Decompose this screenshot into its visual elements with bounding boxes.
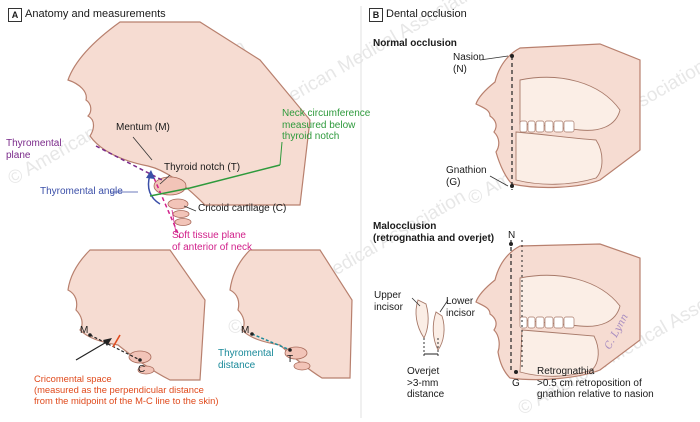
n-label: N [508,230,516,241]
panel-a-title: Anatomy and measurements [25,8,166,20]
cricomental-label: Cricomental space (measured as the perpe… [34,373,219,406]
angle-arrowhead [146,170,155,179]
skull-normal [515,76,621,185]
head-profile-top [67,21,311,206]
mandible [519,329,599,377]
malocclusion-title: Malocclusion (retrognathia and overjet) [373,221,495,244]
cricoid-leader [183,205,197,212]
mandible [515,131,603,185]
trachea-ring [174,218,192,226]
cricomental-arrow [75,339,111,361]
point-m [250,332,254,336]
t-label-right: T [287,354,294,365]
cricoid-cartilage [137,365,155,375]
skull-malocclusion [519,274,621,377]
incisor-inset [415,299,445,351]
thyromental-plane-label: Thyromental plane [6,138,62,161]
cricoid-label: Cricoid cartilage (C) [198,203,287,214]
mentum-label: Mentum (M) [116,122,170,133]
teeth-normal [519,120,575,133]
thyromental-distance-line [251,333,291,351]
thyroid-notch-leader [159,174,171,185]
m-c-line [89,334,141,361]
mentum-leader [132,136,153,161]
panel-a-letter: A [8,8,22,22]
thyromental-angle-label: Thyromental angle [40,186,123,197]
overjet-label: Overjet >3-mm distance [407,366,445,400]
neck-circumference-line [149,164,281,197]
upper-incisor-label: Upper incisor [374,290,403,313]
c-label-left: C [138,364,146,375]
g-label: G [512,378,520,389]
lower-incisor-shape [432,311,445,351]
nasion-label: Nasion (N) [453,52,485,75]
nasion-leader [479,55,509,61]
neck-circumference-label: Neck circumference measured below thyroi… [282,108,371,142]
m-label-left: M [80,325,89,336]
point-c [138,358,142,362]
thyromental-distance-label: Thyromental distance [218,348,274,371]
cricoid-cartilage [293,361,311,371]
neck-anatomy-top [153,176,192,226]
retrognathia-label: Retrognathia >0.5 cm retroposition of gn… [537,366,654,400]
trachea-ring [172,210,190,218]
m-label-right: M [241,325,250,336]
lower-incisor-label: Lower incisor [446,296,475,319]
gnathion-label: Gnathion (G) [446,165,487,188]
thyroid-cartilage [128,350,152,364]
panel-b-letter: B [369,8,383,22]
cricomental-arrowhead [103,338,112,346]
point-nasion [510,54,514,58]
point-gnathion [510,184,514,188]
normal-occlusion-title: Normal occlusion [373,38,457,49]
gnathion-leader [489,175,509,187]
cricoid-cartilage [167,198,189,210]
upper-incisor-leader [411,297,421,307]
point-t [288,348,292,352]
teeth-malocclusion [519,316,575,329]
soft-tissue-label: Soft tissue plane of anterior of neck [172,230,253,253]
cricomental-perpendicular [112,334,121,348]
point-n [509,242,513,246]
panel-b-title: Dental occlusion [386,8,467,20]
neck-circumference-leader [279,141,283,166]
lower-incisor-leader [439,299,449,313]
thyroid-notch-label: Thyroid notch (T) [164,162,241,173]
soft-tissue-leader [171,209,177,234]
soft-tissue-plane-line [153,177,181,239]
point-g [514,370,518,374]
point-m [88,333,92,337]
upper-incisor-shape [415,299,429,339]
thyromental-plane-line [95,145,163,181]
